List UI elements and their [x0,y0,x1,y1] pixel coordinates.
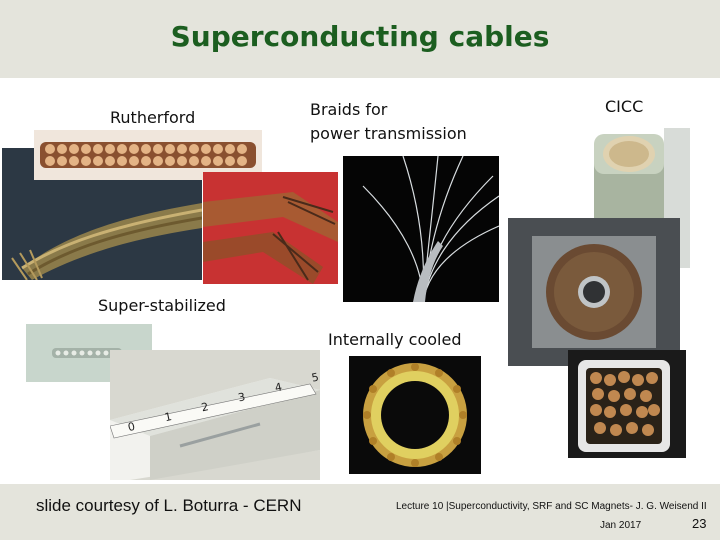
slide-title: Superconducting cables [170,20,550,53]
footer-band [0,484,720,540]
label-braids-line1: Braids for [310,100,388,119]
label-super-stabilized: Super-stabilized [98,296,226,315]
page-number: 23 [692,516,707,531]
label-rutherford: Rutherford [110,108,196,127]
photo-cicc-strands [568,350,686,458]
ruler-mark-3: 3 [236,390,247,405]
footer-credit: slide courtesy of L. Boturra - CERN [36,496,302,515]
photo-internally-cooled-ring [349,356,481,474]
footer-lecture: Lecture 10 |Superconductivity, SRF and S… [396,501,707,512]
label-cicc: CICC [605,97,644,116]
label-braids-line2: power transmission [310,124,467,143]
photo-copper-cables-red [203,172,338,284]
ruler-mark-5: 5 [310,370,320,385]
photo-rutherford-cable [34,130,262,180]
photo-super-stabilized-block: 0 1 2 3 4 5 [110,350,320,480]
ruler-mark-4: 4 [273,380,284,395]
label-internally-cooled: Internally cooled [328,330,462,349]
footer-date: Jan 2017 [600,520,642,531]
photo-cicc-cross-section [508,218,680,366]
photo-braids [343,156,499,302]
title-band [0,0,720,78]
